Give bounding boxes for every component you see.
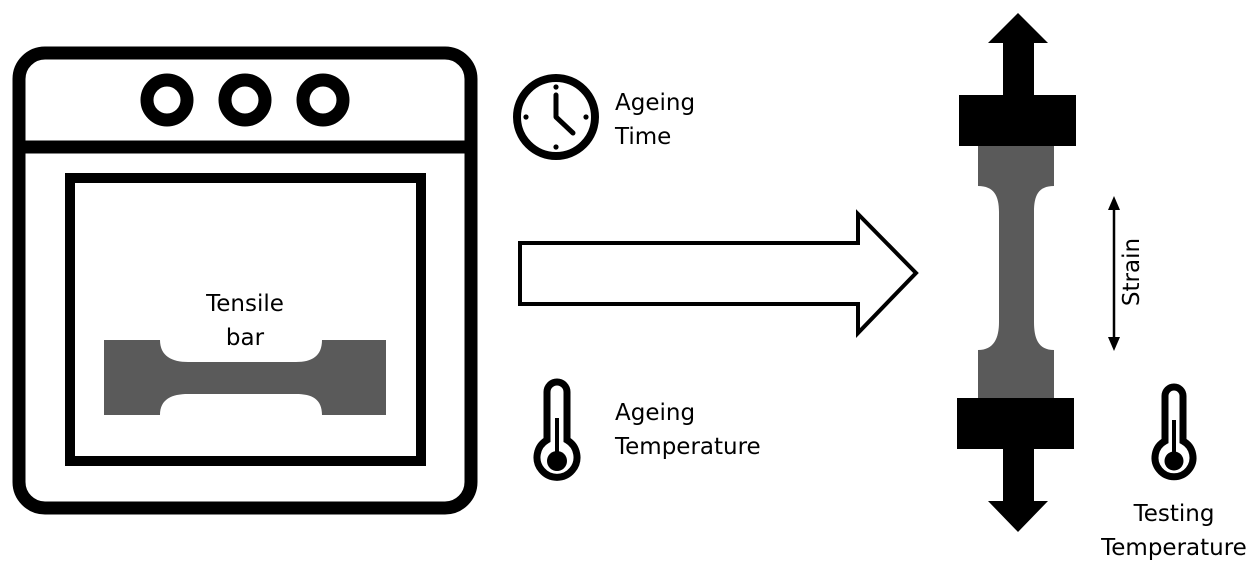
oven-body (12, 46, 478, 515)
tested-specimen (978, 146, 1054, 398)
vertical-arrow-icon (988, 13, 1048, 96)
ageing-time-label: Ageing Time (615, 86, 695, 154)
ageing-temperature-label: Ageing Temperature (615, 396, 761, 464)
ageing-time-label-line: Ageing (615, 90, 696, 116)
strain-arrow-icon (1108, 196, 1120, 351)
testing-temperature-label-line: Testing (1133, 501, 1215, 527)
strain-label: Strain (1119, 237, 1145, 307)
tensile-bar-label: Tensile bar (195, 287, 295, 355)
right-arrow-icon (518, 209, 919, 338)
oven-icon (12, 46, 478, 515)
top-grip (959, 95, 1076, 146)
ageing-temperature-label-line: Ageing (615, 400, 696, 426)
vertical-arrow-icon (988, 448, 1048, 532)
testing-temperature-label: Testing Temperature (1094, 497, 1254, 565)
thermometer-icon (533, 378, 581, 481)
ageing-time-label-line: Time (615, 124, 672, 150)
clock-icon (513, 74, 599, 160)
tensile-bar-label-line: Tensile (206, 291, 284, 317)
tensile-bar-specimen (104, 340, 386, 415)
oven-window (65, 173, 426, 466)
oven-knob (218, 73, 272, 127)
bottom-grip (957, 398, 1074, 449)
ageing-temperature-label-line: Temperature (615, 434, 761, 460)
oven-knob (296, 73, 350, 127)
testing-temperature-label-line: Temperature (1101, 535, 1247, 561)
thermometer-icon (1151, 383, 1197, 481)
tensile-bar-label-line: bar (225, 325, 265, 351)
oven-knob (140, 73, 194, 127)
